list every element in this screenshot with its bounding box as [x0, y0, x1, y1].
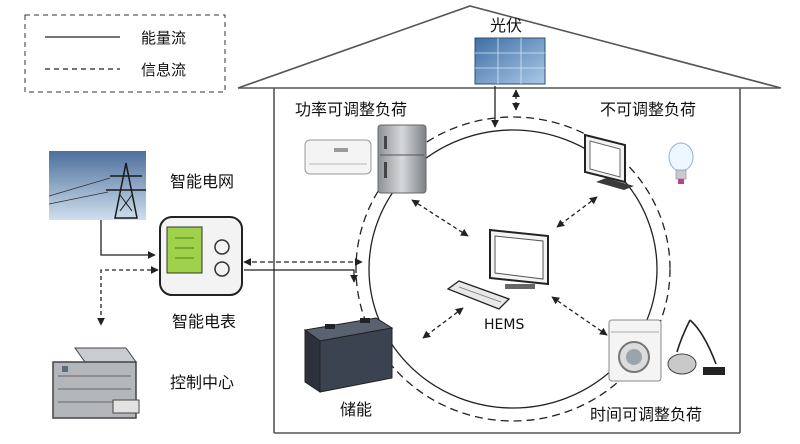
info-ring	[355, 116, 671, 422]
air-conditioner-icon	[304, 139, 372, 175]
load-info-link	[411, 199, 469, 237]
hems-storage-info-link	[422, 307, 464, 339]
time-adjustable-load-label: 时间可调整负荷	[590, 405, 702, 424]
nonload-info-link	[556, 196, 598, 228]
meter-house-energy-line	[244, 269, 358, 283]
transmission-tower-icon	[48, 151, 146, 220]
solar-label: 光伏	[490, 16, 522, 35]
legend: 能量流 信息流	[24, 14, 226, 93]
smart-meter-icon	[159, 216, 243, 296]
solar-panel-icon	[474, 37, 546, 85]
meter-control-info-line	[97, 266, 159, 326]
hems-label: HEMS	[484, 317, 524, 333]
smart-grid-label: 智能电网	[170, 172, 234, 191]
vacuum-cleaner-icon	[667, 319, 725, 375]
server-icon	[52, 347, 140, 419]
computer-icon	[446, 228, 549, 310]
grid-meter-energy-line	[100, 220, 156, 259]
refrigerator-icon	[377, 124, 427, 194]
storage-label: 储能	[340, 400, 372, 419]
lightbulb-icon	[668, 142, 694, 184]
hems-timeload-info-link	[551, 296, 608, 336]
legend-energy-flow: 能量流	[141, 29, 186, 47]
control-center-label: 控制中心	[170, 373, 234, 392]
smart-meter-label: 智能电表	[172, 312, 236, 331]
monitor-icon	[584, 133, 634, 190]
washing-machine-icon	[608, 319, 662, 382]
legend-info-flow: 信息流	[141, 61, 186, 79]
battery-icon	[303, 317, 394, 393]
energy-ring	[368, 129, 658, 409]
adjustable-load-label: 功率可调整负荷	[295, 100, 407, 119]
non-adjustable-load-label: 不可调整负荷	[600, 100, 696, 119]
